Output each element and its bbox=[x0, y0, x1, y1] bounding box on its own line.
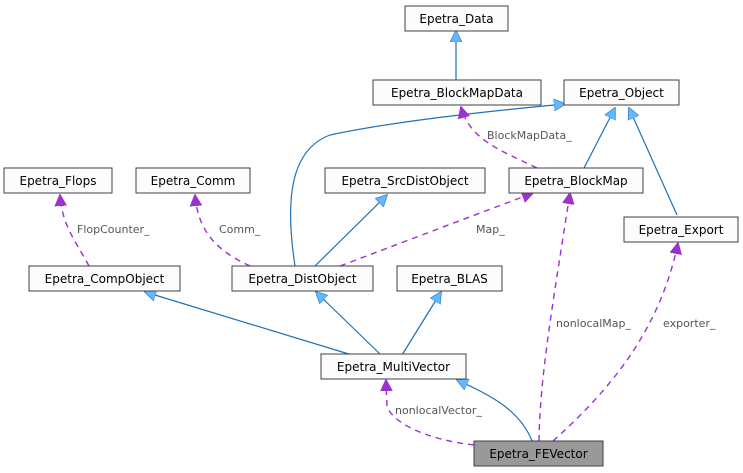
edge-label-comm: Comm_ bbox=[219, 223, 261, 236]
edge-distobject-to-srcdist bbox=[314, 195, 387, 267]
edge-fevector-to-multivector-member bbox=[386, 380, 475, 446]
svg-text:Epetra_Flops: Epetra_Flops bbox=[19, 174, 96, 188]
svg-text:Epetra_DistObject: Epetra_DistObject bbox=[248, 272, 356, 286]
svg-text:Epetra_BLAS: Epetra_BLAS bbox=[411, 272, 488, 286]
class-node-epetra-blas[interactable]: Epetra_BLAS bbox=[396, 265, 503, 292]
edge-fevector-to-multivector bbox=[457, 380, 533, 442]
class-node-epetra-data[interactable]: Epetra_Data bbox=[404, 5, 509, 32]
class-node-epetra-multivector[interactable]: Epetra_MultiVector bbox=[320, 353, 467, 380]
svg-text:Epetra_Data: Epetra_Data bbox=[419, 12, 493, 26]
class-node-epetra-flops[interactable]: Epetra_Flops bbox=[3, 167, 113, 194]
class-node-epetra-comm[interactable]: Epetra_Comm bbox=[135, 167, 251, 194]
edge-label-flopcounter: FlopCounter_ bbox=[77, 223, 150, 236]
edge-multivector-to-blas bbox=[401, 292, 441, 356]
edge-distobject-to-comm bbox=[195, 195, 251, 267]
svg-text:Epetra_Object: Epetra_Object bbox=[579, 86, 664, 100]
edge-multivector-to-distobject bbox=[316, 292, 382, 356]
edge-label-nonlocalmap: nonlocalMap_ bbox=[556, 317, 632, 330]
class-node-epetra-distobject[interactable]: Epetra_DistObject bbox=[231, 265, 374, 292]
svg-text:Epetra_MultiVector: Epetra_MultiVector bbox=[337, 360, 450, 374]
edge-distobject-to-object bbox=[290, 104, 565, 267]
svg-text:Epetra_BlockMapData: Epetra_BlockMapData bbox=[391, 86, 523, 100]
class-node-epetra-blockmapdata[interactable]: Epetra_BlockMapData bbox=[372, 79, 542, 106]
edge-labels: BlockMapData_ FlopCounter_ Comm_ Map_ no… bbox=[77, 129, 716, 417]
svg-text:Epetra_Comm: Epetra_Comm bbox=[151, 174, 236, 188]
edge-label-blockmapdata: BlockMapData_ bbox=[487, 129, 572, 142]
edge-label-map: Map_ bbox=[476, 223, 505, 236]
svg-text:Epetra_FEVector: Epetra_FEVector bbox=[489, 447, 587, 461]
edge-distobject-to-blockmap bbox=[339, 193, 533, 267]
svg-text:Epetra_Export: Epetra_Export bbox=[639, 223, 724, 237]
usage-edges bbox=[60, 107, 678, 446]
edge-multivector-to-compobject bbox=[145, 292, 353, 356]
edge-blockmap-to-object bbox=[583, 108, 615, 169]
class-node-epetra-fevector: Epetra_FEVector bbox=[473, 440, 604, 467]
class-node-epetra-blockmap[interactable]: Epetra_BlockMap bbox=[508, 167, 644, 194]
class-node-epetra-srcdistobject[interactable]: Epetra_SrcDistObject bbox=[324, 167, 486, 194]
class-node-epetra-compobject[interactable]: Epetra_CompObject bbox=[28, 265, 181, 292]
svg-text:Epetra_SrcDistObject: Epetra_SrcDistObject bbox=[341, 174, 468, 188]
inheritance-edges bbox=[145, 31, 678, 442]
edge-blockmap-to-blockmapdata bbox=[461, 107, 538, 169]
edge-export-to-object bbox=[629, 108, 678, 216]
edge-fevector-to-blockmap bbox=[538, 193, 570, 442]
edge-fevector-to-export bbox=[552, 243, 678, 442]
class-node-epetra-export[interactable]: Epetra_Export bbox=[623, 216, 739, 243]
edge-label-nonlocalvector: nonlocalVector_ bbox=[395, 404, 482, 417]
edge-compobject-to-flops bbox=[60, 195, 90, 267]
edge-label-exporter: exporter_ bbox=[663, 317, 716, 330]
svg-text:Epetra_CompObject: Epetra_CompObject bbox=[45, 272, 165, 286]
class-node-epetra-object[interactable]: Epetra_Object bbox=[563, 79, 680, 106]
svg-text:Epetra_BlockMap: Epetra_BlockMap bbox=[524, 174, 627, 188]
